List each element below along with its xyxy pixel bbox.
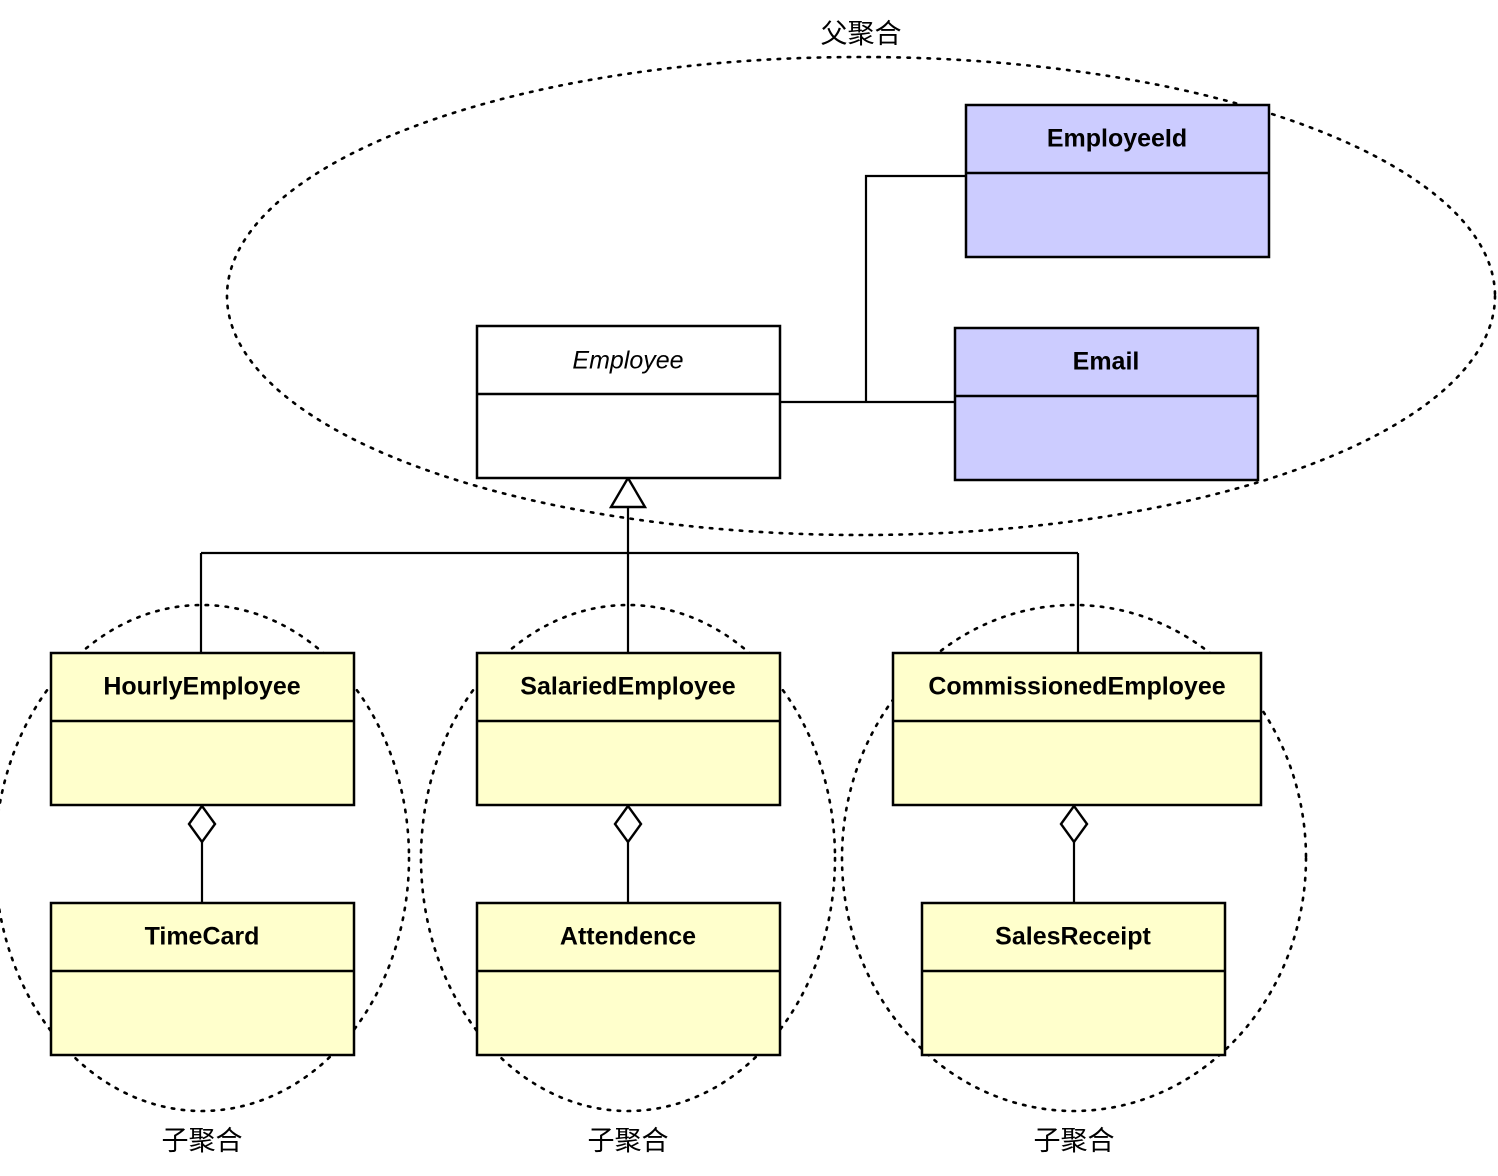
generalization-triangle-icon — [608, 475, 648, 509]
class-name-hourlyemployee: HourlyEmployee — [103, 673, 300, 701]
aggregation-diamond-icon — [613, 803, 643, 845]
parent-aggregate-label: 父聚合 — [821, 19, 902, 49]
class-name-commissionedemployee: CommissionedEmployee — [928, 673, 1225, 701]
class-box-employee[interactable]: Employee — [475, 324, 782, 480]
child-aggregate-label-3: 子聚合 — [1034, 1126, 1115, 1156]
generalization-bus — [199, 475, 1080, 653]
class-name-timecard: TimeCard — [145, 923, 260, 951]
class-name-employee: Employee — [572, 347, 683, 375]
child-aggregate-boundary-1 — [0, 603, 411, 1113]
class-name-email: Email — [1073, 348, 1140, 376]
class-name-employeeid: EmployeeId — [1047, 125, 1187, 153]
class-box-timecard[interactable]: TimeCard — [49, 901, 356, 1057]
child-aggregate-boundary-2 — [419, 603, 837, 1113]
class-box-hourlyemployee[interactable]: HourlyEmployee — [49, 651, 356, 807]
aggregation-hourly-timecard — [187, 803, 217, 903]
parent-aggregate-boundary — [225, 55, 1497, 537]
class-name-salesreceipt: SalesReceipt — [995, 923, 1151, 951]
child-aggregate-boundary-3 — [840, 603, 1308, 1113]
class-box-attendence[interactable]: Attendence — [475, 901, 782, 1057]
class-name-salariedemployee: SalariedEmployee — [520, 673, 735, 701]
child-aggregate-label-2: 子聚合 — [588, 1126, 669, 1156]
aggregation-diamond-icon — [187, 803, 217, 845]
class-box-salariedemployee[interactable]: SalariedEmployee — [475, 651, 782, 807]
aggregation-salaried-attendence — [613, 803, 643, 903]
class-box-email[interactable]: Email — [953, 326, 1260, 482]
child-aggregate-label-1: 子聚合 — [162, 1126, 243, 1156]
aggregation-diamond-icon — [1059, 803, 1089, 845]
class-box-employeeid[interactable]: EmployeeId — [964, 103, 1271, 259]
class-box-salesreceipt[interactable]: SalesReceipt — [920, 901, 1227, 1057]
class-box-commissionedemployee[interactable]: CommissionedEmployee — [891, 651, 1263, 807]
class-name-attendence: Attendence — [560, 923, 696, 951]
aggregation-commissioned-salesreceipt — [1059, 803, 1089, 903]
